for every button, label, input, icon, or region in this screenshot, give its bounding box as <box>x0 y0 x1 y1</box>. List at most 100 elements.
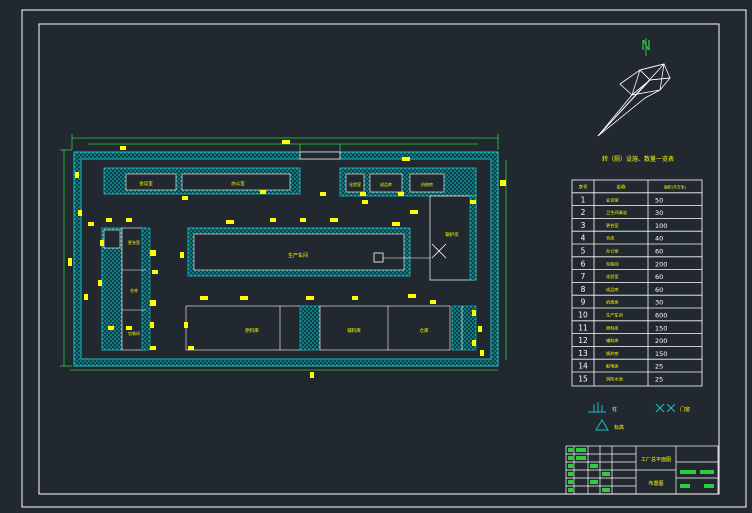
annotation-tag <box>352 296 358 300</box>
annotation-tag <box>152 270 158 274</box>
row-name: 卫生间淋浴 <box>606 209 628 216</box>
repair-room <box>409 173 445 193</box>
annotation-tag <box>398 192 404 196</box>
table-title: 转（厕）设施、数量一览表 <box>602 155 674 163</box>
office-room-label: 办公室 <box>231 180 245 187</box>
lab-room-label: 化验室 <box>349 181 361 187</box>
legend-label-triangle: 标高 <box>614 424 624 431</box>
row-name: 成品库 <box>606 286 619 293</box>
title-block-tags <box>568 448 714 492</box>
table-row: 4 仓库 40 <box>581 234 664 243</box>
legend-label-cross: 门窗 <box>680 406 690 413</box>
annotation-tag <box>150 250 156 256</box>
row-name: 配电房 <box>606 363 619 370</box>
cross-symbol-icon <box>655 403 676 413</box>
row-number: 3 <box>581 221 586 230</box>
annotation-tag <box>88 222 94 226</box>
annotation-tag <box>106 218 112 222</box>
sheet-outer-border <box>21 9 747 508</box>
column-symbol-icon <box>588 402 606 413</box>
annotation-tag <box>470 200 476 204</box>
row-number: 13 <box>578 349 588 358</box>
annotation-tag <box>260 190 266 194</box>
finished-store-room <box>369 173 403 193</box>
production-hall <box>193 233 405 271</box>
row-area: 100 <box>655 222 667 230</box>
annotation-tag <box>402 157 410 161</box>
annotation-tag <box>150 300 156 306</box>
row-number: 12 <box>578 336 588 345</box>
bottom-b-label: 辅料库 <box>347 327 361 334</box>
row-number: 4 <box>581 234 586 243</box>
row-area: 40 <box>655 235 663 243</box>
annotation-tag <box>500 180 506 186</box>
row-number: 14 <box>578 362 588 371</box>
left-top-room-label: 更衣室 <box>128 239 140 245</box>
repair-room-label: 机修房 <box>421 181 433 187</box>
row-number: 2 <box>581 208 586 217</box>
row-number: 11 <box>578 323 588 332</box>
column-marker-icon <box>373 252 384 263</box>
room-schedule-table <box>571 179 703 387</box>
row-area: 200 <box>655 260 667 268</box>
annotation-tag <box>182 196 188 200</box>
annotation-tag <box>330 218 338 222</box>
row-area: 150 <box>655 324 667 332</box>
row-name: 办公室 <box>606 248 619 255</box>
row-area: 600 <box>655 312 667 320</box>
annotation-tag <box>410 210 418 214</box>
annotation-tag <box>100 240 104 246</box>
row-name: 仓库 <box>606 235 614 242</box>
annotation-tag <box>240 296 248 300</box>
annotation-tag <box>306 296 314 300</box>
annotation-tag <box>282 140 290 144</box>
row-name: 会议室 <box>606 196 619 203</box>
annotation-tag <box>360 192 366 196</box>
annotation-tag <box>188 346 194 350</box>
row-area: 150 <box>655 350 667 358</box>
annotation-tag <box>126 218 132 222</box>
annotation-tag <box>84 294 88 300</box>
annotation-tag <box>68 258 72 266</box>
plan-annotation-tags <box>68 140 506 378</box>
annotation-tag <box>150 346 156 350</box>
annotation-tag <box>75 172 79 178</box>
row-area: 60 <box>655 286 663 294</box>
meeting-room <box>125 173 177 191</box>
main-gate-opening <box>299 151 341 160</box>
table-row: 2 卫生间淋浴 30 <box>581 208 664 217</box>
annotation-tag <box>472 310 476 316</box>
annotation-tag <box>98 280 102 286</box>
production-hall-label: 生产车间 <box>288 252 308 259</box>
annotation-tag <box>300 218 306 222</box>
annotation-tag <box>480 350 484 356</box>
row-area: 30 <box>655 209 663 217</box>
annotation-tag <box>120 146 126 150</box>
row-name: 消防水池 <box>606 376 624 383</box>
row-number: 5 <box>581 247 586 256</box>
row-area: 25 <box>655 376 663 384</box>
bottom-a-label: 原料库 <box>245 327 259 334</box>
auxiliary-store <box>319 305 451 351</box>
bottom-c-label: 仓库 <box>420 327 429 334</box>
table-header-1: 名称 <box>617 184 626 191</box>
row-number: 7 <box>581 272 586 281</box>
drawing-name: 工厂总平面图 <box>641 456 671 463</box>
annotation-tag <box>226 220 234 224</box>
row-number: 9 <box>581 298 586 307</box>
annotation-tag <box>362 200 368 204</box>
annotation-tag <box>478 326 482 332</box>
legend-label-column: 柱 <box>612 406 617 413</box>
